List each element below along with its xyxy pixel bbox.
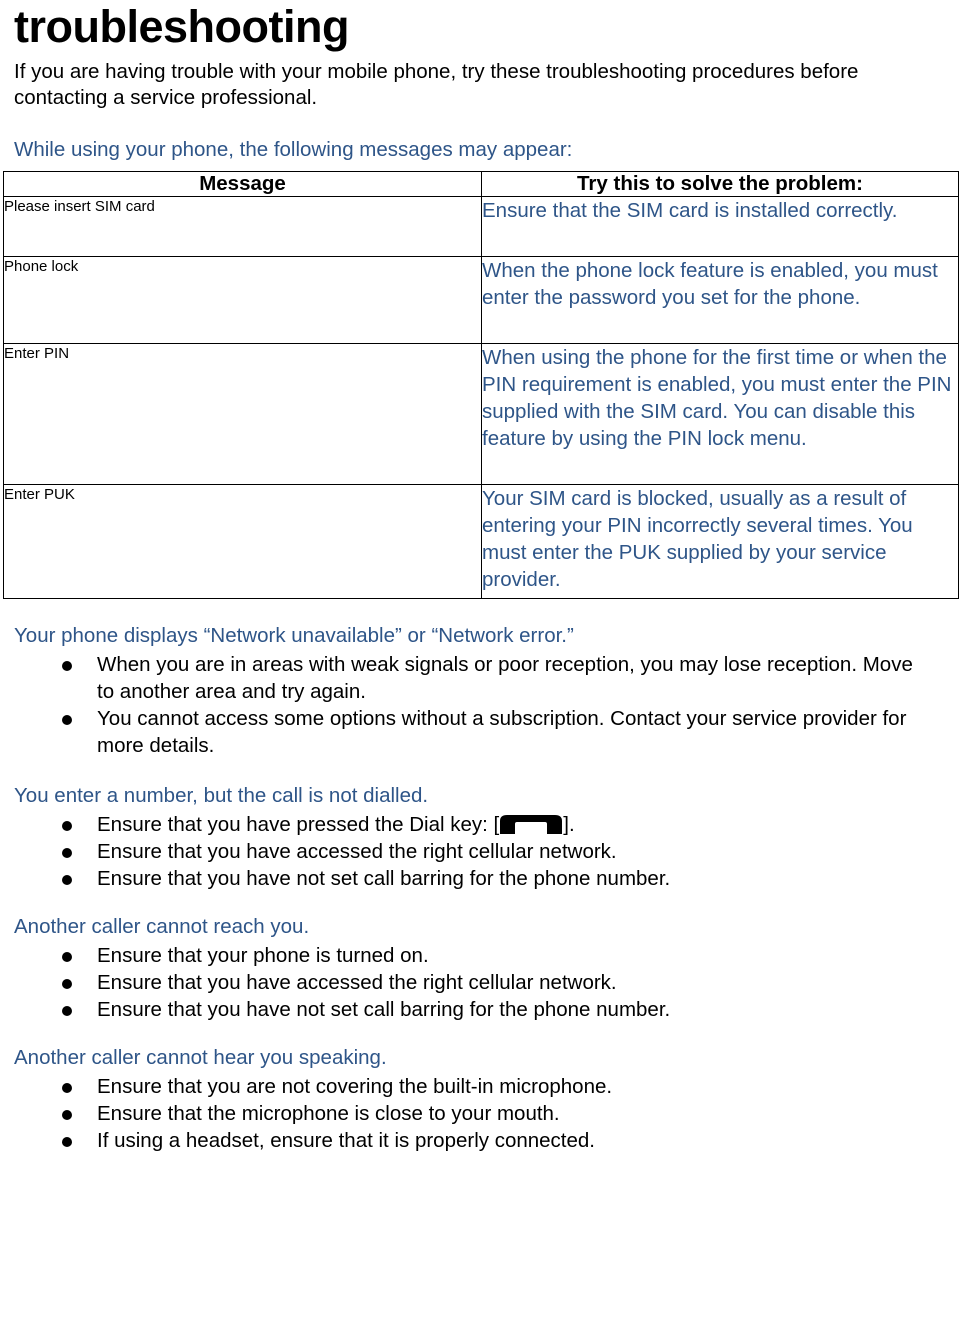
column-header-message: Message (3, 171, 482, 197)
document-page: troubleshooting If you are having troubl… (0, 4, 962, 1332)
list-item: Ensure that you are not covering the bui… (62, 1073, 927, 1100)
list-item: When you are in areas with weak signals … (62, 651, 927, 705)
cell-message: Enter PUK (3, 484, 482, 599)
cell-solution: Ensure that the SIM card is installed co… (481, 196, 959, 257)
cell-message: Please insert SIM card (3, 196, 482, 257)
cell-solution: When the phone lock feature is enabled, … (481, 256, 959, 344)
bullet-list: Ensure that you are not covering the bui… (0, 1073, 962, 1154)
dial-key-text-after: ]. (563, 813, 575, 836)
table-row: Please insert SIM card Ensure that the S… (3, 196, 959, 257)
bullet-list: When you are in areas with weak signals … (0, 651, 962, 759)
section-heading: Another caller cannot hear you speaking. (14, 1046, 387, 1069)
cell-message: Enter PIN (3, 343, 482, 485)
bullet-list: Ensure that you have pressed the Dial ke… (0, 811, 962, 892)
list-item: Ensure that you have not set call barrin… (62, 996, 927, 1023)
list-item-dial-key: Ensure that you have pressed the Dial ke… (62, 811, 927, 838)
list-item: Ensure that your phone is turned on. (62, 942, 927, 969)
list-item: You cannot access some options without a… (62, 705, 927, 759)
table-header-row: Message Try this to solve the problem: (3, 171, 959, 197)
messages-table: Message Try this to solve the problem: P… (3, 171, 959, 599)
cell-message: Phone lock (3, 256, 482, 344)
section-heading: Your phone displays “Network unavailable… (14, 624, 574, 647)
cell-solution: Your SIM card is blocked, usually as a r… (481, 484, 959, 599)
messages-section-heading: While using your phone, the following me… (14, 138, 573, 161)
bullet-list: Ensure that your phone is turned on. Ens… (0, 942, 962, 1023)
section-heading: Another caller cannot reach you. (14, 915, 310, 938)
list-item: Ensure that you have accessed the right … (62, 838, 927, 865)
intro-paragraph: If you are having trouble with your mobi… (14, 60, 859, 109)
list-item: If using a headset, ensure that it is pr… (62, 1127, 927, 1154)
cell-solution: When using the phone for the first time … (481, 343, 959, 485)
section-caller-cannot-reach: Another caller cannot reach you. Ensure … (0, 914, 962, 1023)
list-item: Ensure that you have not set call barrin… (62, 865, 927, 892)
table-row: Enter PUK Your SIM card is blocked, usua… (3, 484, 959, 599)
list-item: Ensure that you have accessed the right … (62, 969, 927, 996)
section-network-unavailable: Your phone displays “Network unavailable… (0, 623, 962, 759)
dial-key-text-before: Ensure that you have pressed the Dial ke… (97, 813, 500, 836)
section-call-not-dialled: You enter a number, but the call is not … (0, 783, 962, 892)
phone-handset-icon (500, 815, 563, 835)
list-item: Ensure that the microphone is close to y… (62, 1100, 927, 1127)
section-caller-cannot-hear: Another caller cannot hear you speaking.… (0, 1045, 962, 1154)
column-header-solution: Try this to solve the problem: (481, 171, 959, 197)
page-title: troubleshooting (14, 1, 349, 52)
table-row: Enter PIN When using the phone for the f… (3, 343, 959, 485)
section-heading: You enter a number, but the call is not … (14, 784, 429, 807)
table-row: Phone lock When the phone lock feature i… (3, 256, 959, 344)
